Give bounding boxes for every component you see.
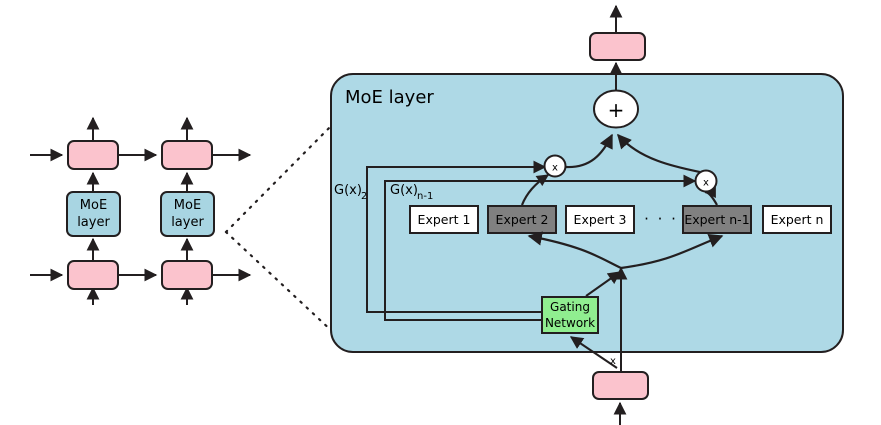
expert-label-n: Expert n [771, 212, 824, 227]
input-to-expert-2-wire [527, 231, 622, 269]
experts-ellipsis: · · · [644, 210, 678, 228]
sum-circle [593, 89, 639, 129]
gate-path-2: G(x) 2 [334, 160, 547, 313]
expert-label-2: Expert 2 [496, 212, 549, 227]
input-x-label: x [610, 356, 616, 367]
moe-output-block [589, 32, 646, 61]
left-column-2-connections [180, 116, 252, 305]
left-moe-layer-1-label-line2: layer [77, 215, 110, 230]
expert-box-2[interactable] [487, 205, 557, 234]
gate-n-1-subscript: n-1 [417, 191, 433, 202]
moe-input-block [592, 371, 649, 400]
gate-2-wire [366, 160, 547, 313]
sum-operator: + [593, 89, 639, 129]
gating-network[interactable]: Gating Network [541, 296, 599, 334]
expert-box-n[interactable] [762, 205, 832, 234]
input-to-gating-network-wire [569, 336, 618, 369]
gating-network-to-junction-wire [585, 271, 622, 297]
expert-2-to-multiply-left-wire [520, 174, 550, 206]
left-top-block-1 [67, 140, 119, 170]
sum-inputs [565, 133, 701, 174]
left-column-1-connections [30, 116, 158, 305]
left-moe-layer-block-1 [66, 191, 121, 237]
callout-line-upper [224, 120, 337, 234]
expert-label-1: Expert 1 [418, 212, 471, 227]
gate-2-label: G(x) [334, 183, 362, 198]
multiply-right-circle [694, 169, 718, 193]
callout-dotted-lines [224, 120, 337, 336]
left-bottom-block-1 [67, 260, 119, 290]
gate-n-1-label: G(x) [390, 183, 418, 198]
left-moe-layer-block-2 [160, 191, 215, 237]
input-fanout [527, 231, 724, 270]
callout-line-lower [224, 230, 337, 336]
gating-network-label-line2: Network [545, 316, 595, 330]
multiply-left-to-sum-wire [565, 133, 613, 169]
multiply-left-circle [543, 154, 567, 178]
multiply-right-to-sum-wire [617, 133, 701, 174]
expert-label-3: Expert 3 [574, 212, 627, 227]
left-moe-layer-2-label-line1: MoE [174, 198, 201, 213]
gate-2-subscript: 2 [361, 191, 367, 202]
multiply-right: x [694, 169, 718, 193]
left-moe-layer-2-label-line2: layer [171, 215, 204, 230]
expert-box-3[interactable] [565, 205, 635, 234]
input-to-expert-n-1-wire [620, 234, 724, 270]
expert-box-n-1[interactable] [682, 205, 752, 234]
multiply-left: x [543, 154, 567, 178]
left-moe-layer-1-label-line1: MoE [80, 198, 107, 213]
left-transformer-stack: MoE layer MoE layer [30, 116, 252, 305]
multiply-left-symbol: x [552, 163, 558, 174]
moe-layer-panel-title: MoE layer [345, 87, 434, 108]
left-bottom-block-2 [161, 260, 213, 290]
gating-network-box[interactable] [541, 296, 599, 334]
multiply-right-symbol: x [703, 178, 709, 189]
sum-symbol: + [608, 98, 625, 122]
expert-label-n-1: Expert n-1 [684, 212, 749, 227]
expert-box-1[interactable] [409, 205, 479, 234]
left-top-block-2 [161, 140, 213, 170]
gating-network-label-line1: Gating [550, 300, 590, 314]
experts-row: Expert 1 Expert 2 Expert 3 · · · Expert … [409, 205, 832, 234]
